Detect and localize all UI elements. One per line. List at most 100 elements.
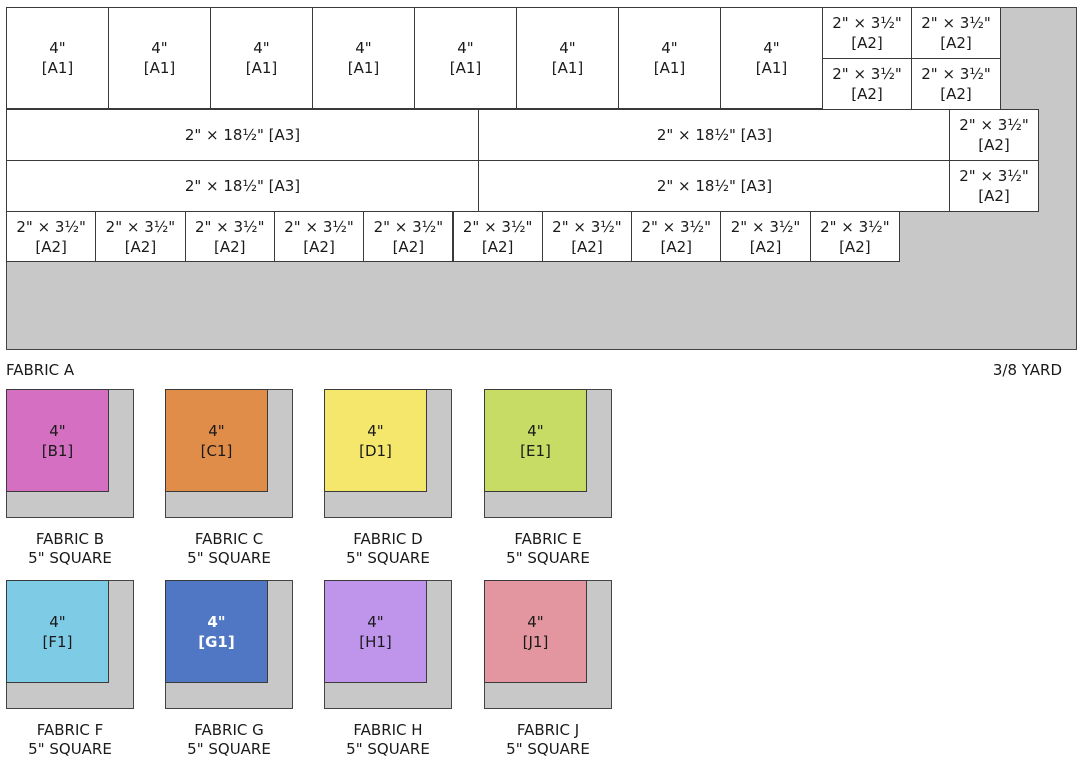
piece-label: 4" bbox=[559, 39, 576, 57]
piece-label: [F1] bbox=[42, 632, 73, 651]
fabric-c-square: 4"[C1] bbox=[165, 389, 293, 518]
piece-d1: 4"[D1] bbox=[324, 389, 427, 492]
piece-label: [A2] bbox=[851, 34, 883, 52]
piece-a2: 2" × 3½"[A2] bbox=[452, 211, 543, 262]
fabric-f-square: 4"[F1] bbox=[6, 580, 134, 709]
piece-label: 4" bbox=[207, 612, 226, 631]
piece-label: 4" bbox=[367, 612, 384, 631]
piece-label: 4" bbox=[763, 39, 780, 57]
piece-label: 4" bbox=[208, 421, 225, 440]
piece-label: 2" × 3½" bbox=[921, 65, 991, 83]
piece-label: [E1] bbox=[520, 441, 551, 460]
piece-a1: 4"[A1] bbox=[6, 7, 109, 109]
fabric-name: FABRIC D bbox=[353, 530, 423, 548]
fabric-name: FABRIC B bbox=[35, 530, 105, 548]
piece-label: [A1] bbox=[449, 59, 482, 77]
piece-label: [A1] bbox=[245, 59, 278, 77]
piece-e1: 4"[E1] bbox=[484, 389, 587, 492]
piece-b1: 4"[B1] bbox=[6, 389, 109, 492]
fabric-name: FABRIC G bbox=[194, 721, 264, 739]
piece-c1: 4"[C1] bbox=[165, 389, 268, 492]
piece-label: [A2] bbox=[749, 237, 782, 256]
piece-label: 2" × 3½" bbox=[16, 217, 86, 236]
piece-label: 2" × 3½" bbox=[641, 217, 711, 236]
piece-label: 2" × 3½" bbox=[921, 14, 991, 32]
piece-label: [A2] bbox=[213, 237, 246, 256]
piece-label: 2" × 3½" bbox=[373, 217, 444, 236]
piece-a2: 2" × 3½"[A2] bbox=[184, 211, 275, 262]
fabric-name: FABRIC H bbox=[353, 721, 423, 739]
fabric-size: 5" SQUARE bbox=[346, 740, 430, 758]
piece-a3: 2" × 18½" [A3] bbox=[6, 160, 479, 212]
piece-a2: 2" × 3½"[A2] bbox=[949, 160, 1039, 212]
fabric-size: 5" SQUARE bbox=[187, 740, 271, 758]
piece-label: [A2] bbox=[978, 187, 1010, 205]
piece-label: 2" × 3½" bbox=[105, 217, 176, 236]
piece-a2: 2" × 3½"[A2] bbox=[949, 109, 1039, 161]
piece-label: [A2] bbox=[851, 85, 883, 103]
piece-label: 2" × 3½" bbox=[194, 217, 265, 236]
piece-label: [A2] bbox=[571, 237, 603, 256]
piece-a1: 4" [A1] bbox=[720, 7, 823, 109]
piece-g1: 4"[G1] bbox=[165, 580, 268, 683]
fabric-d-square: 4"[D1] bbox=[324, 389, 452, 518]
piece-a2: 2" × 3½" [A2] bbox=[911, 58, 1001, 110]
piece-label: 4" bbox=[355, 39, 372, 57]
piece-a2: 2" × 3½"[A2] bbox=[363, 211, 454, 262]
piece-a3: 2" × 18½" [A3] bbox=[478, 160, 951, 212]
piece-label: [A1] bbox=[41, 59, 74, 77]
piece-a2: 2" × 3½"[A2] bbox=[95, 211, 186, 262]
piece-label: [H1] bbox=[359, 632, 392, 651]
piece-label: [J1] bbox=[522, 632, 549, 651]
piece-label: [A2] bbox=[124, 237, 157, 256]
piece-label: [A2] bbox=[978, 136, 1010, 154]
piece-a1: 4"[A1] bbox=[312, 7, 415, 109]
piece-label: [A2] bbox=[940, 85, 972, 103]
fabric-size: 5" SQUARE bbox=[506, 740, 590, 758]
piece-a2: 2" × 3½"[A2] bbox=[273, 211, 365, 262]
fabric-j-square: 4"[J1] bbox=[484, 580, 612, 709]
fabric-e-square: 4"[E1] bbox=[484, 389, 612, 518]
fabric-g-square: 4"[G1] bbox=[165, 580, 293, 709]
piece-f1: 4"[F1] bbox=[6, 580, 109, 683]
piece-a2: 2" × 3½"[A2] bbox=[720, 211, 811, 262]
piece-label: 2" × 18½" [A3] bbox=[184, 126, 301, 144]
fabric-a-label: FABRIC A bbox=[6, 361, 75, 379]
piece-a2: 2" × 3½"[A2] bbox=[631, 211, 722, 262]
fabric-h-square: 4"[H1] bbox=[324, 580, 452, 709]
piece-label: [A2] bbox=[481, 237, 514, 256]
fabric-name: FABRIC C bbox=[194, 530, 264, 548]
piece-label: 4" bbox=[367, 421, 384, 440]
piece-label: [A2] bbox=[660, 237, 692, 256]
fabric-size: 5" SQUARE bbox=[187, 549, 271, 567]
piece-label: 2" × 3½" bbox=[820, 217, 890, 236]
piece-label: 2" × 18½" [A3] bbox=[184, 177, 301, 195]
piece-a3: 2" × 18½" [A3] bbox=[6, 109, 479, 161]
piece-label: 4" bbox=[151, 39, 168, 57]
piece-j1: 4"[J1] bbox=[484, 580, 587, 683]
piece-a3: 2" × 18½" [A3] bbox=[478, 109, 951, 161]
piece-a1: 4" [A1] bbox=[108, 7, 211, 109]
piece-a1: 4"[A1] bbox=[414, 7, 517, 109]
piece-label: [A1] bbox=[143, 59, 176, 77]
piece-a1: 4"[A1] bbox=[210, 7, 313, 109]
piece-label: [A2] bbox=[303, 237, 335, 256]
piece-a1: 4"[A1] bbox=[618, 7, 721, 109]
piece-a2: 2" × 3½"[A2] bbox=[541, 211, 633, 262]
fabric-size: 5" SQUARE bbox=[346, 549, 430, 567]
piece-label: 2" × 3½" bbox=[462, 217, 533, 236]
piece-label: [A1] bbox=[755, 59, 788, 77]
piece-label: 4" bbox=[49, 612, 66, 631]
piece-label: 2" × 3½" bbox=[730, 217, 801, 236]
piece-label: 2" × 18½" [A3] bbox=[656, 126, 773, 144]
piece-a2: 2" × 3½"[A2] bbox=[822, 58, 912, 110]
piece-label: [G1] bbox=[198, 632, 235, 651]
piece-label: 4" bbox=[49, 421, 66, 440]
piece-label: 4" bbox=[527, 612, 544, 631]
piece-label: [A2] bbox=[839, 237, 871, 256]
